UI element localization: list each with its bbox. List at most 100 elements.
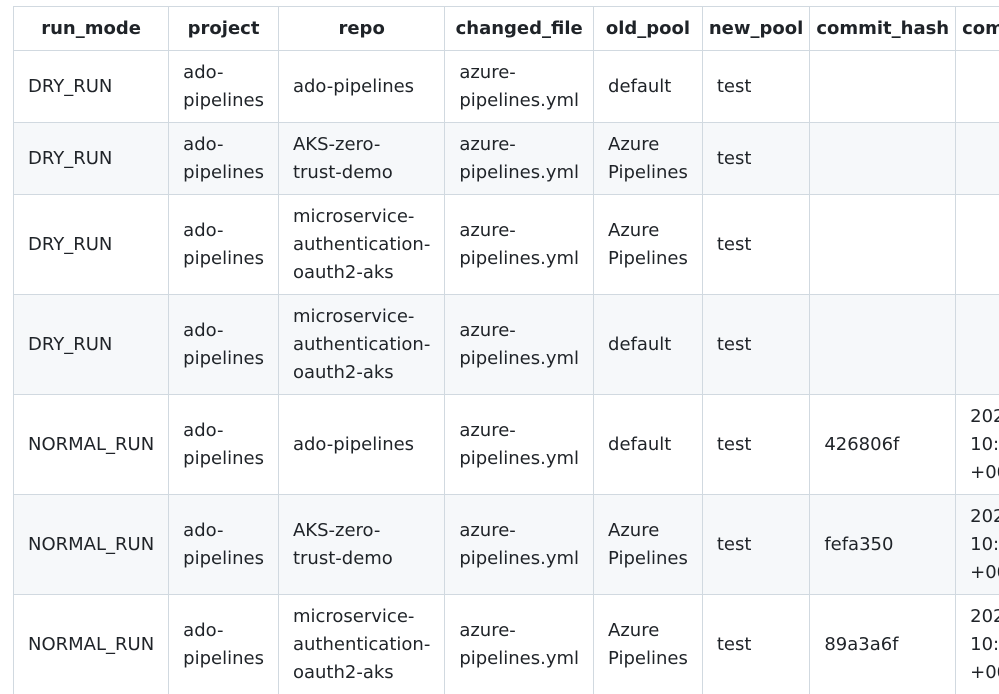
cell-old-pool-line: Azure: [608, 619, 660, 641]
cell-run-mode: NORMAL_RUN: [12, 394, 170, 495]
cell-project: ado-pipelines: [168, 394, 279, 495]
cell-old-pool-line: Azure: [608, 219, 660, 241]
cell-project-line: pipelines: [183, 89, 264, 111]
cell-changed-file-line: azure-: [459, 519, 516, 541]
cell-changed-file-line: azure-: [459, 61, 516, 83]
cell-commit-hash: 89a3a6f: [809, 594, 957, 694]
cell-project: ado-pipelines: [168, 194, 279, 295]
table-header-row: run_mode project repo changed_file old_p…: [12, 6, 999, 51]
cell-repo-line: AKS-zero-: [292, 133, 381, 155]
results-table: run_mode project repo changed_file old_p…: [12, 6, 999, 694]
cell-old-pool: default: [593, 294, 703, 395]
cell-repo-line: authentication-: [292, 633, 431, 655]
column-header-changed-file[interactable]: changed_file: [444, 6, 595, 51]
cell-old-pool: default: [593, 50, 703, 123]
cell-old-pool-line: default: [608, 333, 672, 355]
cell-new-pool: test: [701, 50, 811, 123]
cell-changed-file-line: azure-: [459, 619, 516, 641]
cell-old-pool-line: Azure: [608, 519, 660, 541]
cell-changed-file-line: pipelines.yml: [459, 89, 580, 111]
cell-changed-file-line: azure-: [459, 133, 516, 155]
cell-commit-time-line: 2025: [970, 605, 999, 627]
cell-changed-file: azure-pipelines.yml: [444, 122, 595, 195]
cell-project-line: ado-: [183, 419, 224, 441]
cell-commit-time: 2025 10:29 +000: [955, 394, 999, 495]
cell-commit-time-line: 10:29: [970, 433, 999, 455]
cell-commit-time-line: 2025: [970, 505, 999, 527]
cell-repo: microservice-authentication-oauth2-aks: [277, 294, 446, 395]
cell-run-mode: DRY_RUN: [12, 194, 170, 295]
cell-repo-line: oauth2-aks: [292, 261, 394, 283]
cell-commit-hash: fefa350: [809, 494, 957, 595]
cell-commit-hash: [809, 294, 957, 395]
cell-run-mode: DRY_RUN: [12, 122, 170, 195]
column-header-commit-hash[interactable]: commit_hash: [809, 6, 957, 51]
cell-old-pool-line: Pipelines: [608, 547, 688, 569]
cell-commit-time-line: +000: [970, 461, 999, 483]
column-header-repo[interactable]: repo: [277, 6, 446, 51]
column-header-commit-time[interactable]: comm: [955, 6, 999, 51]
cell-old-pool-line: Pipelines: [608, 647, 688, 669]
cell-changed-file-line: pipelines.yml: [459, 347, 580, 369]
cell-old-pool-line: Pipelines: [608, 161, 688, 183]
cell-commit-hash: [809, 122, 957, 195]
cell-repo: microservice-authentication-oauth2-aks: [277, 194, 446, 295]
cell-repo-line: microservice-: [292, 205, 415, 227]
cell-repo-line: trust-demo: [292, 161, 393, 183]
cell-project-line: ado-: [183, 519, 224, 541]
cell-old-pool: default: [593, 394, 703, 495]
cell-changed-file: azure-pipelines.yml: [444, 494, 595, 595]
cell-commit-hash: [809, 50, 957, 123]
cell-changed-file: azure-pipelines.yml: [444, 50, 595, 123]
cell-changed-file: azure-pipelines.yml: [444, 294, 595, 395]
column-header-new-pool[interactable]: new_pool: [701, 6, 811, 51]
cell-new-pool: test: [701, 394, 811, 495]
cell-new-pool: test: [701, 494, 811, 595]
cell-commit-time-line: 2025: [970, 405, 999, 427]
cell-repo-line: AKS-zero-: [292, 519, 381, 541]
column-header-run-mode[interactable]: run_mode: [12, 6, 170, 51]
cell-repo: ado-pipelines: [277, 394, 446, 495]
cell-repo: microservice-authentication-oauth2-aks: [277, 594, 446, 694]
cell-commit-time-line: +000: [970, 561, 999, 583]
cell-commit-time: 202510:29+000: [955, 594, 999, 694]
cell-changed-file-line: pipelines.yml: [459, 447, 580, 469]
cell-repo: AKS-zero-trust-demo: [277, 122, 446, 195]
cell-project-line: pipelines: [183, 547, 264, 569]
cell-project: ado-pipelines: [168, 50, 279, 123]
cell-commit-time-line: 10:29: [970, 633, 999, 655]
cell-repo-line: ado-pipelines: [292, 433, 415, 455]
column-header-old-pool[interactable]: old_pool: [593, 6, 703, 51]
cell-old-pool-line: default: [608, 433, 672, 455]
cell-changed-file-line: azure-: [459, 219, 516, 241]
cell-commit-time-line: 10:29: [970, 533, 999, 555]
cell-project: ado-pipelines: [168, 294, 279, 395]
cell-changed-file-line: pipelines.yml: [459, 247, 580, 269]
cell-repo-line: microservice-: [292, 305, 415, 327]
cell-changed-file-line: azure-: [459, 319, 516, 341]
cell-changed-file: azure-pipelines.yml: [444, 194, 595, 295]
cell-commit-time: [955, 122, 999, 195]
cell-repo-line: authentication-: [292, 233, 431, 255]
cell-old-pool-line: Pipelines: [608, 247, 688, 269]
cell-repo-line: microservice-: [292, 605, 415, 627]
cell-changed-file-line: azure-: [459, 419, 516, 441]
cell-commit-time: [955, 50, 999, 123]
cell-run-mode: DRY_RUN: [12, 50, 170, 123]
cell-repo-line: ado-pipelines: [292, 75, 415, 97]
cell-repo-line: oauth2-aks: [292, 361, 394, 383]
cell-project: ado-pipelines: [168, 494, 279, 595]
cell-project-line: pipelines: [183, 161, 264, 183]
column-header-project[interactable]: project: [168, 6, 279, 51]
cell-project-line: ado-: [183, 619, 224, 641]
cell-project: ado-pipelines: [168, 122, 279, 195]
